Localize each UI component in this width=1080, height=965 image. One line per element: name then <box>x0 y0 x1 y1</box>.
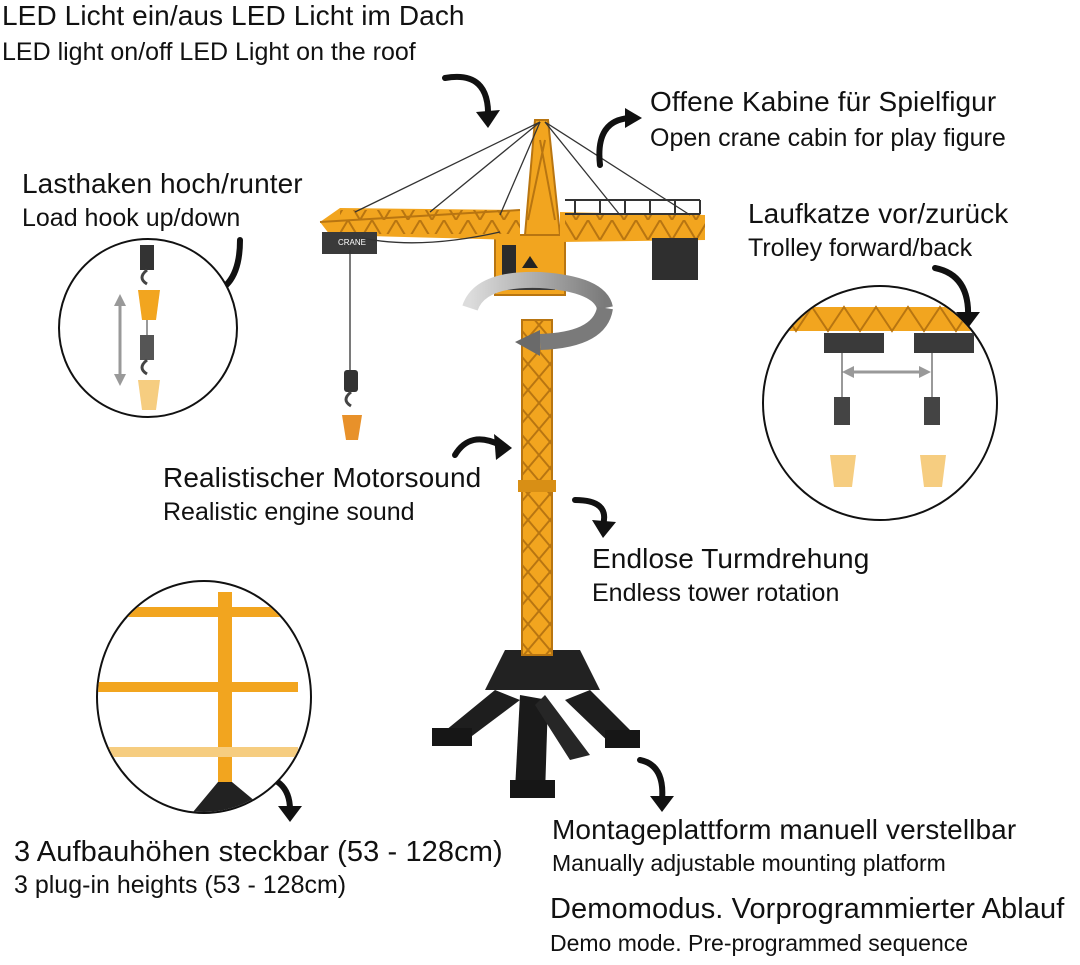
feature-trolley-de: Laufkatze vor/zurück <box>748 198 1009 229</box>
feature-trolley: Laufkatze vor/zurück Trolley forward/bac… <box>748 198 1008 263</box>
crane-mast <box>518 319 556 656</box>
feature-led-de: LED Licht ein/aus LED Licht im Dach <box>2 0 465 31</box>
arrow-platform-head <box>650 796 674 812</box>
feature-demo-en: Demo mode. Pre-programmed sequence <box>550 930 969 957</box>
feature-cabin-en: Open crane cabin for play figure <box>650 124 1006 153</box>
feature-hook-en: Load hook up/down <box>22 204 241 233</box>
arrow-led-head <box>476 110 500 128</box>
arrow-led <box>442 73 492 121</box>
heights-detail-circle <box>96 580 312 814</box>
feature-heights-de: 3 Aufbauhöhen steckbar (53 - 128cm) <box>14 836 503 868</box>
arrow-cabin <box>596 115 633 168</box>
feature-platform: Montageplattform manuell verstellbar Man… <box>552 814 1016 877</box>
hook-detail-graphic <box>114 245 160 410</box>
feature-rotation: Endlose Turmdrehung Endless tower rotati… <box>592 543 869 608</box>
crane-jib: CRANE <box>319 208 521 254</box>
rotation-arrow-graphic <box>462 271 613 356</box>
feature-rotation-de: Endlose Turmdrehung <box>592 543 870 574</box>
feature-motor-en: Realistic engine sound <box>163 498 415 527</box>
feature-led-en: LED light on/off LED Light on the roof <box>2 38 416 67</box>
arrow-motor <box>452 436 503 458</box>
hook-detail-circle <box>58 238 238 418</box>
arrow-platform <box>637 757 666 803</box>
feature-hook: Lasthaken hoch/runter Load hook up/down <box>22 168 303 233</box>
crane-peak <box>523 119 562 236</box>
feature-hook-de: Lasthaken hoch/runter <box>22 168 303 199</box>
arrow-trolley <box>932 265 972 321</box>
feature-motor: Realistischer Motorsound Realistic engin… <box>163 462 481 527</box>
trolley-detail-graphic <box>764 305 996 487</box>
crane-base <box>432 650 640 798</box>
heights-detail-graphic <box>98 592 298 812</box>
feature-demo: Demomodus. Vorprogrammierter Ablauf Demo… <box>550 893 1064 957</box>
feature-demo-de: Demomodus. Vorprogrammierter Ablauf <box>550 893 1065 925</box>
feature-platform-en: Manually adjustable mounting platform <box>552 850 946 877</box>
feature-motor-de: Realistischer Motorsound <box>163 462 482 493</box>
jib-brand-mark: CRANE <box>338 238 366 247</box>
feature-cabin: Offene Kabine für Spielfigur Open crane … <box>650 86 1006 153</box>
arrow-heights-head <box>278 806 302 822</box>
feature-rotation-en: Endless tower rotation <box>592 579 840 608</box>
feature-led: LED Licht ein/aus LED Licht im Dach LED … <box>2 0 465 67</box>
crane-counter-jib <box>560 199 705 280</box>
crane-hook-bucket <box>342 370 362 440</box>
feature-heights-en: 3 plug-in heights (53 - 128cm) <box>14 871 347 900</box>
arrow-trolley-head <box>956 312 980 328</box>
feature-heights: 3 Aufbauhöhen steckbar (53 - 128cm) 3 pl… <box>14 836 503 900</box>
feature-platform-de: Montageplattform manuell verstellbar <box>552 814 1017 845</box>
arrow-motor-head <box>494 434 512 460</box>
feature-cabin-de: Offene Kabine für Spielfigur <box>650 86 997 117</box>
arrow-rotation-head <box>592 520 616 538</box>
crane-cables <box>349 121 691 380</box>
feature-trolley-en: Trolley forward/back <box>748 234 973 263</box>
arrow-cabin-head <box>625 108 642 128</box>
trolley-detail-circle <box>762 285 998 521</box>
